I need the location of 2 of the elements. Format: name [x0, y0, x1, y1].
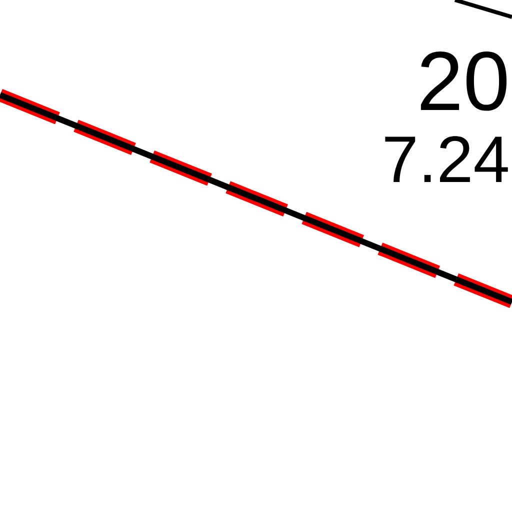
dimension-label: 7.24: [385, 136, 508, 182]
dimension-label: 20: [420, 52, 507, 111]
